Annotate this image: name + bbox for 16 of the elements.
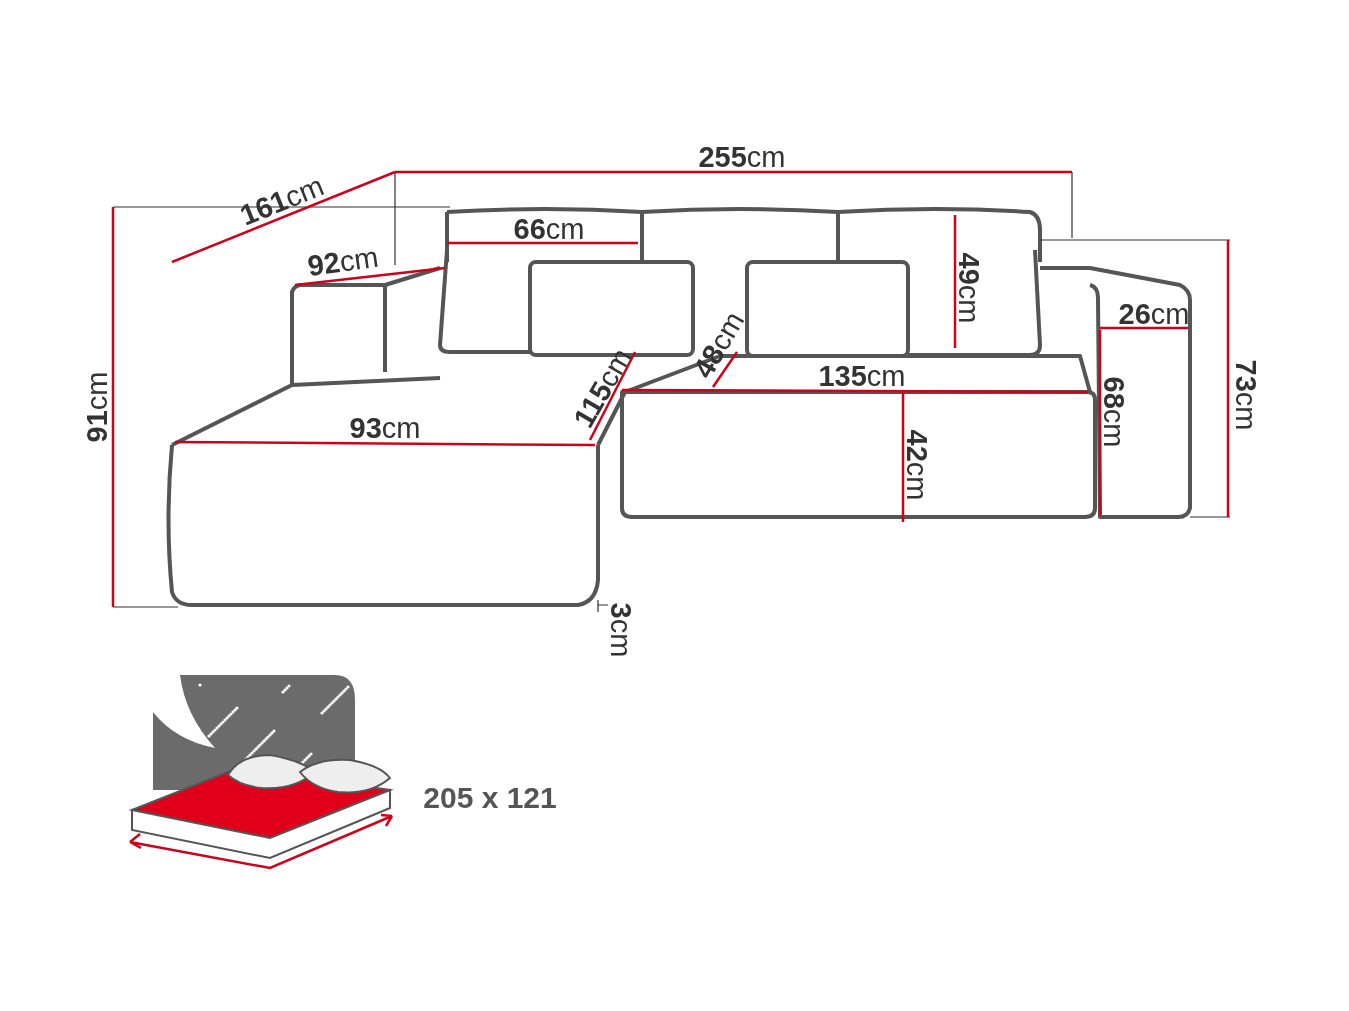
dimension-label: 255cm	[698, 142, 786, 172]
dimension-label: 91cm	[82, 371, 112, 443]
dimension-label: 135cm	[818, 361, 906, 391]
dimension-label: 92cm	[305, 242, 381, 282]
dimension-label: 93cm	[349, 413, 421, 443]
dimension-label: 68cm	[1098, 376, 1128, 448]
dimension-label: 3cm	[605, 602, 635, 658]
dimension-label: 115cm	[569, 343, 637, 433]
dimension-label: 49cm	[953, 252, 983, 324]
bed-size-label: 205 x 121	[423, 783, 557, 813]
dimension-label: 161cm	[236, 171, 328, 231]
dimension-label: 73cm	[1230, 359, 1260, 431]
dimension-label: 48cm	[688, 307, 750, 383]
dimension-label: 42cm	[901, 429, 931, 501]
dimension-label: 26cm	[1118, 299, 1190, 329]
dimension-label: 66cm	[513, 214, 585, 244]
